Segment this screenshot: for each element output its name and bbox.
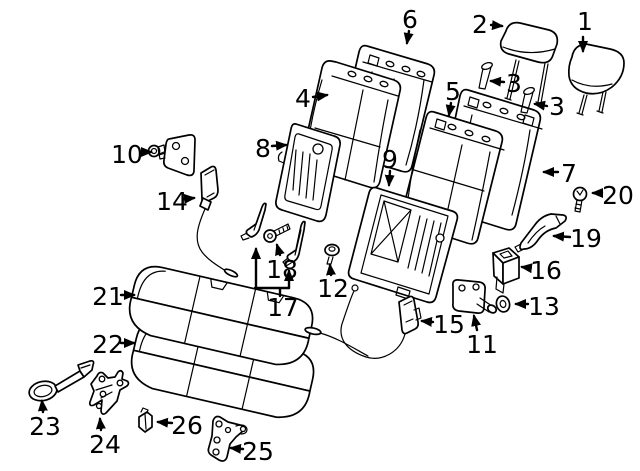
callout-13[interactable]: 13 — [528, 292, 560, 321]
callout-numbers: 1 2 3 3 4 5 6 7 8 9 10 11 12 13 14 15 16… — [29, 5, 634, 466]
callout-7[interactable]: 7 — [561, 159, 577, 188]
part-14-belt-guide — [196, 165, 239, 278]
callout-14[interactable]: 14 — [156, 187, 188, 216]
part-18-bolt — [263, 223, 291, 243]
callout-22[interactable]: 22 — [92, 330, 124, 359]
callout-15[interactable]: 15 — [433, 310, 465, 339]
part-15-release-buckle — [304, 284, 422, 359]
callout-16[interactable]: 16 — [530, 256, 562, 285]
callout-19[interactable]: 19 — [570, 224, 602, 253]
callout-5[interactable]: 5 — [445, 77, 461, 106]
callout-12[interactable]: 12 — [317, 274, 349, 303]
callout-3a[interactable]: 3 — [506, 69, 522, 98]
cable-loop — [340, 290, 406, 359]
leader-lines — [37, 20, 604, 454]
part-11-latch-bracket — [452, 279, 498, 314]
part-26-clip — [138, 407, 153, 433]
part-8-seat-back-panel — [275, 123, 341, 223]
part-2-headrest — [499, 21, 559, 105]
callout-23[interactable]: 23 — [29, 412, 61, 441]
part-1-headrest — [567, 43, 625, 116]
part-17-trim-strip-right — [282, 220, 306, 267]
part-17-trim-strip-left — [240, 202, 267, 241]
part-25-hinge-bracket — [207, 415, 248, 462]
callout-3b[interactable]: 3 — [549, 92, 565, 121]
callout-21[interactable]: 21 — [92, 282, 124, 311]
part-3-guide-pin-upper — [478, 61, 493, 90]
callout-26[interactable]: 26 — [171, 411, 203, 440]
callout-20[interactable]: 20 — [602, 181, 634, 210]
part-10-striker-bolt — [147, 134, 196, 177]
part-13-grommet — [495, 295, 511, 313]
part-20-screw — [572, 186, 588, 213]
part-19-belt-guide — [514, 213, 567, 253]
callout-4[interactable]: 4 — [295, 84, 311, 113]
part-12-screw — [324, 243, 340, 265]
cable-lead — [319, 332, 369, 357]
callout-10[interactable]: 10 — [111, 140, 143, 169]
part-3-guide-pin-lower — [520, 86, 535, 114]
callout-18[interactable]: 18 — [266, 255, 298, 284]
part-21-seat-cushion-upper — [128, 265, 314, 366]
release-cable — [196, 208, 227, 272]
callout-24[interactable]: 24 — [89, 430, 121, 459]
callout-25[interactable]: 25 — [242, 437, 274, 466]
callout-1[interactable]: 1 — [577, 7, 593, 36]
callout-6[interactable]: 6 — [402, 5, 418, 34]
callout-17-bracket — [253, 286, 291, 298]
callout-11[interactable]: 11 — [466, 330, 498, 359]
callout-17[interactable]: 17 — [267, 293, 299, 322]
part-16-anchor-cover — [492, 247, 520, 294]
callout-2[interactable]: 2 — [472, 10, 488, 39]
callout-9[interactable]: 9 — [382, 145, 398, 174]
callout-8[interactable]: 8 — [255, 134, 271, 163]
part-23-latch-lever — [28, 359, 95, 402]
part-24-hinge-bracket — [88, 369, 130, 415]
part-9-seat-back-frame — [347, 186, 459, 304]
